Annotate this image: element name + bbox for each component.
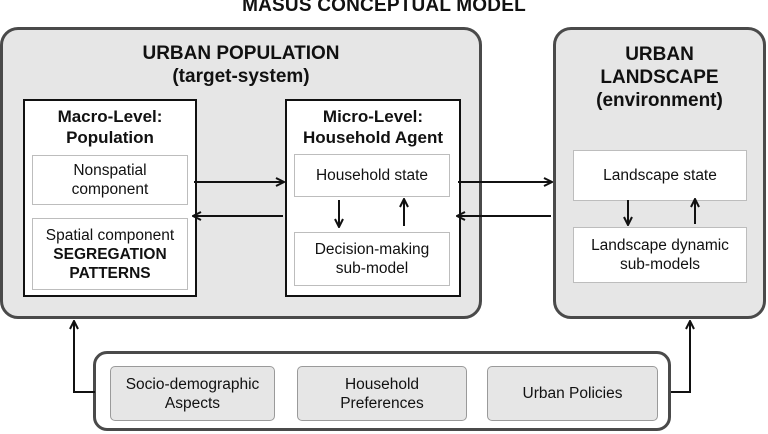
pref-line2: Preferences [340, 394, 424, 412]
drivers-panel: Socio-demographic Aspects Household Pref… [93, 351, 671, 431]
landscape-dynamic-box: Landscape dynamic sub-models [573, 227, 747, 283]
micro-level-title-line1: Micro-Level: [322, 107, 424, 126]
urban-landscape-title-line1: URBAN [625, 44, 694, 65]
urban-population-title-line1: URBAN POPULATION [142, 43, 340, 64]
macro-level-title-line1: Macro-Level: [57, 107, 163, 126]
socio-demographic-box: Socio-demographic Aspects [110, 366, 275, 421]
urban-landscape-title-line3: (environment) [596, 90, 723, 111]
macro-level-title: Macro-Level: Population [25, 106, 195, 148]
spatial-line2: SEGREGATION [53, 245, 167, 263]
household-state-label: Household state [315, 167, 429, 184]
arrow-drivers-to-population [74, 322, 95, 393]
urban-landscape-panel: URBAN LANDSCAPE (environment) Landscape … [553, 27, 766, 319]
arrow-drivers-to-landscape [671, 322, 690, 393]
landscape-dynamic-line1: Landscape dynamic [591, 237, 729, 254]
socio-line2: Aspects [164, 394, 221, 412]
spatial-line3: PATTERNS [69, 264, 151, 282]
micro-level-title: Micro-Level: Household Agent [287, 106, 459, 148]
socio-line1: Socio-demographic [125, 375, 260, 393]
urban-population-panel: URBAN POPULATION (target-system) Macro-L… [0, 27, 482, 319]
urban-population-title-line2: (target-system) [172, 66, 310, 87]
micro-level-title-line2: Household Agent [302, 128, 444, 147]
household-state-box: Household state [294, 154, 450, 197]
decision-line2: sub-model [335, 260, 409, 277]
nonspatial-component-box: Nonspatial component [32, 155, 188, 205]
landscape-state-label: Landscape state [603, 167, 717, 184]
spatial-line1: Spatial component [45, 226, 175, 244]
spatial-component-box: Spatial component SEGREGATION PATTERNS [32, 218, 188, 290]
macro-level-box: Macro-Level: Population Nonspatial compo… [23, 99, 197, 297]
nonspatial-line2: component [71, 181, 149, 198]
landscape-state-box: Landscape state [573, 150, 747, 201]
landscape-dynamic-line2: sub-models [619, 256, 701, 273]
urban-policies-label: Urban Policies [522, 385, 623, 402]
diagram-title: MASUS CONCEPTUAL MODEL [242, 0, 526, 16]
pref-line1: Household [344, 375, 420, 393]
urban-landscape-title: URBAN LANDSCAPE (environment) [556, 43, 763, 112]
nonspatial-line1: Nonspatial [73, 162, 147, 179]
decision-making-box: Decision-making sub-model [294, 232, 450, 286]
urban-policies-box: Urban Policies [487, 366, 658, 421]
decision-line1: Decision-making [314, 241, 430, 258]
urban-landscape-title-line2: LANDSCAPE [600, 67, 719, 88]
macro-level-title-line2: Population [66, 128, 154, 147]
micro-level-box: Micro-Level: Household Agent Household s… [285, 99, 461, 297]
household-preferences-box: Household Preferences [297, 366, 467, 421]
urban-population-title: URBAN POPULATION (target-system) [3, 42, 479, 88]
